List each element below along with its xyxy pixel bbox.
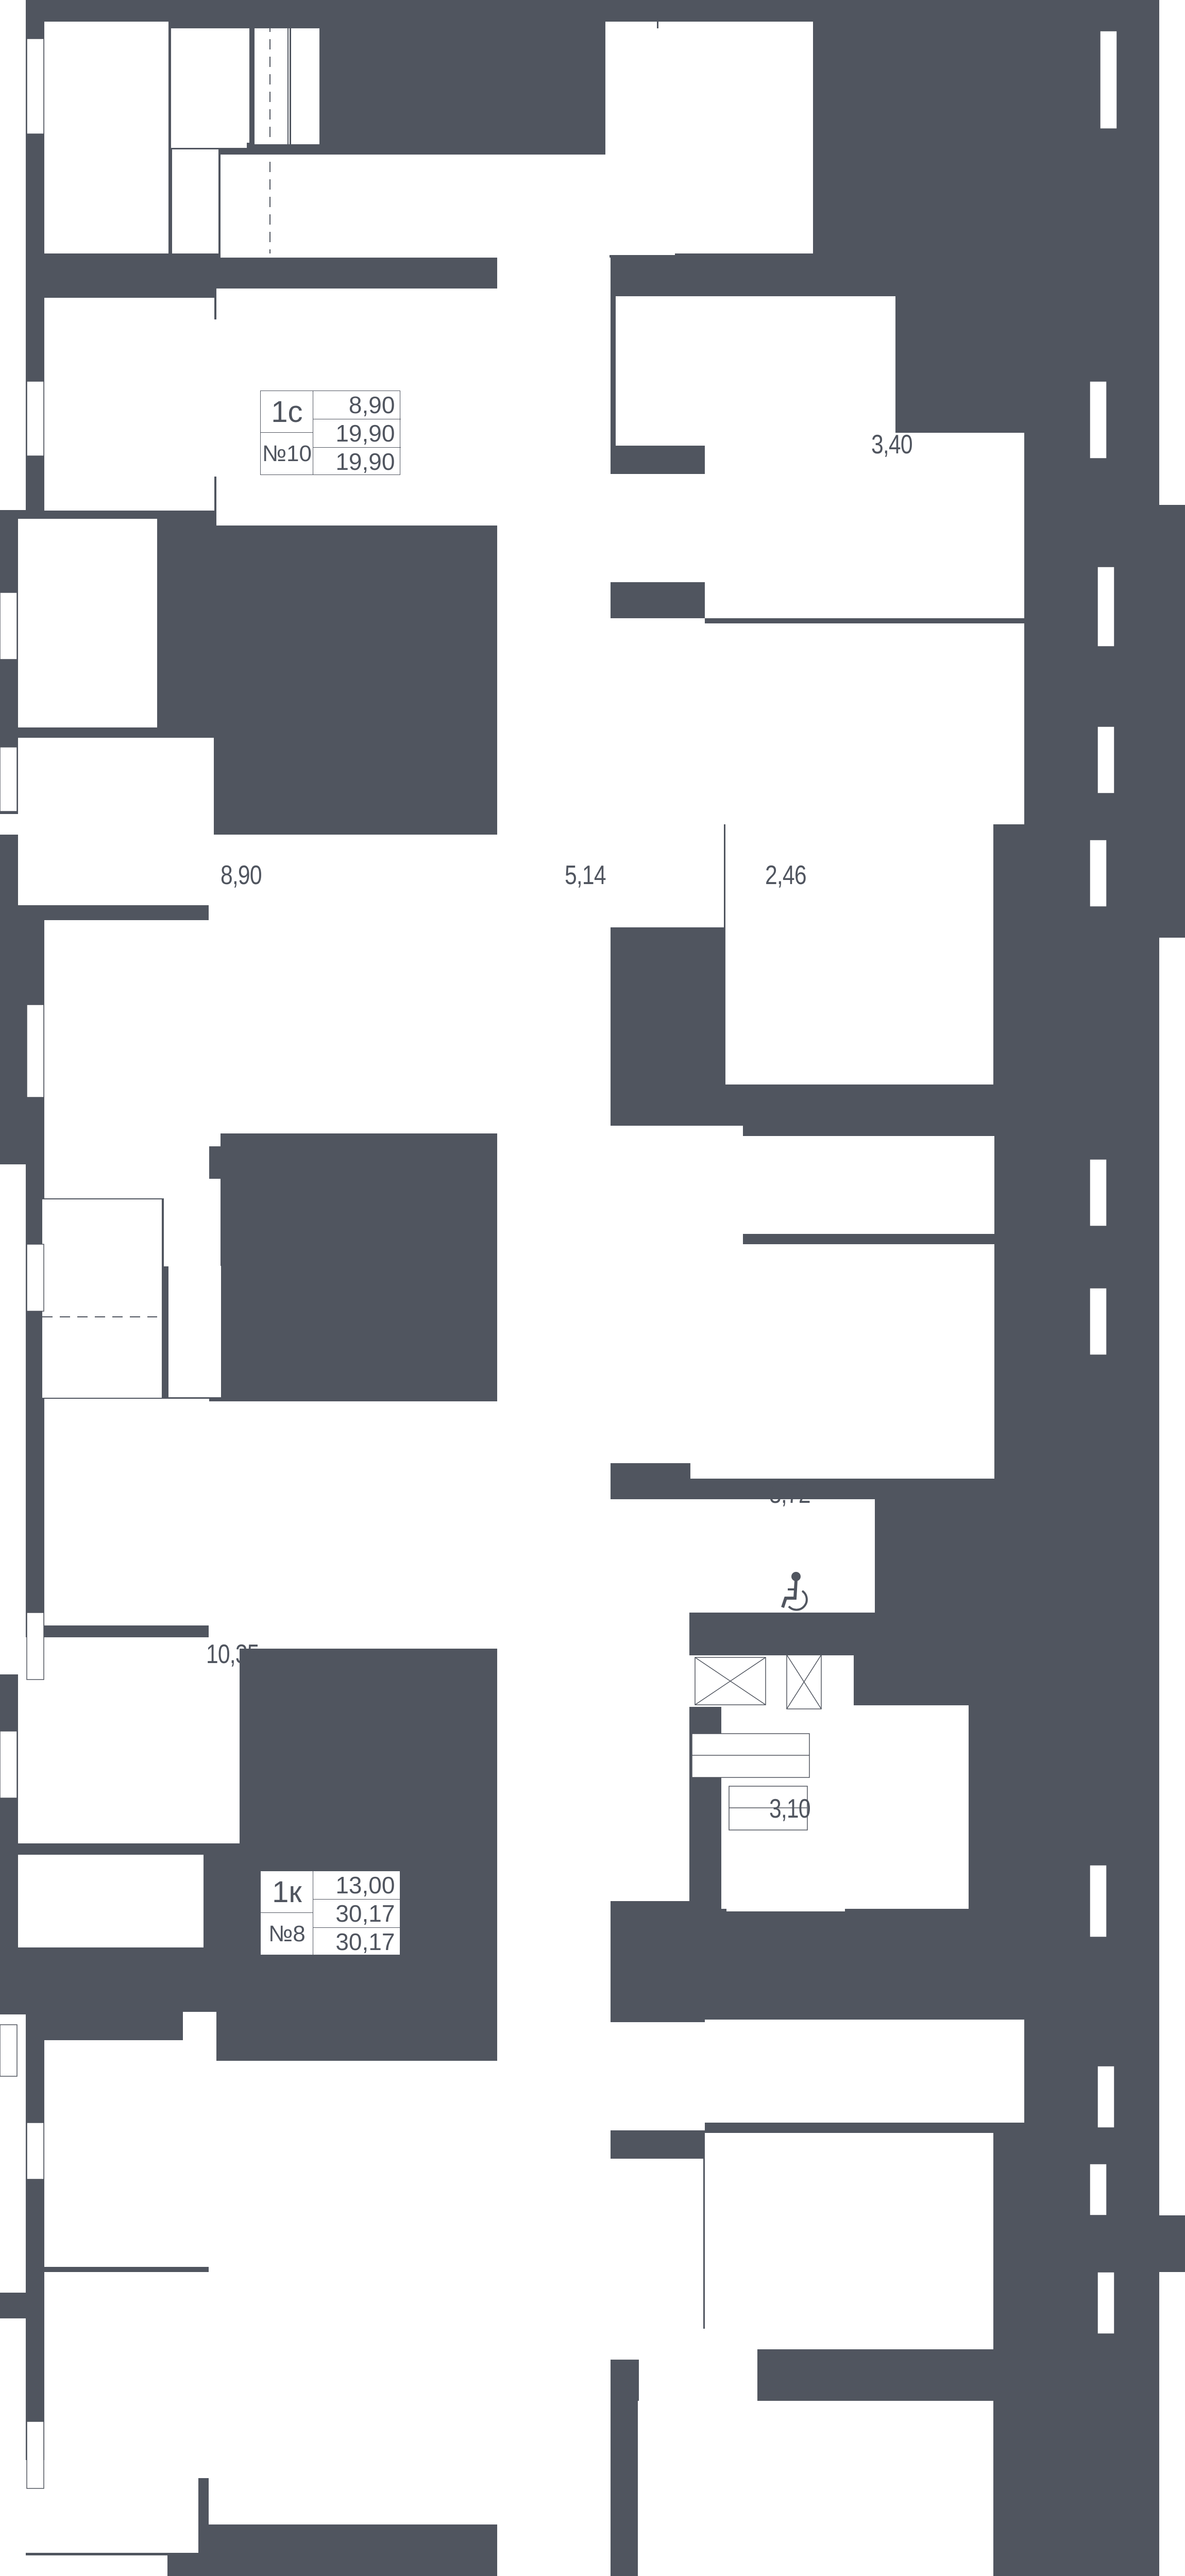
living-area: 13,00 [335,1872,395,1899]
total-area-with-balcony: 19,90 [313,447,401,476]
room-area-label: 10,35 [206,1639,260,1670]
room-area-label: 5,14 [565,860,606,891]
apartment-type: 1с [261,391,314,433]
room-area-label: 3,10 [769,1793,811,1824]
elevator-shaft-icon [695,1654,822,1709]
room-area-label: 3,40 [871,430,913,460]
windows [0,30,1118,2489]
apartment-type: 1к [261,1871,314,1913]
apartment-number: №10 [261,433,314,475]
room-area-label: 3,72 [769,1479,811,1510]
room-area-label: 8,90 [220,860,262,891]
apartment-number: №8 [261,1913,314,1955]
living-area: 8,90 [348,392,395,419]
apartment-info-box-10[interactable]: 1с №10 8,90 19,90 19,90 [260,391,401,476]
apartment-info-box-8a[interactable]: 1к №8 13,00 30,17 30,17 [260,1871,401,1956]
room-area-label: 2,46 [765,860,807,891]
total-area: 30,17 [313,1899,401,1927]
rooms [18,22,1024,2576]
total-area: 19,90 [313,419,401,447]
total-area-with-balcony: 30,17 [313,1927,401,1956]
staircase-icon [691,1733,810,1831]
wheelchair-icon [781,1572,808,1611]
